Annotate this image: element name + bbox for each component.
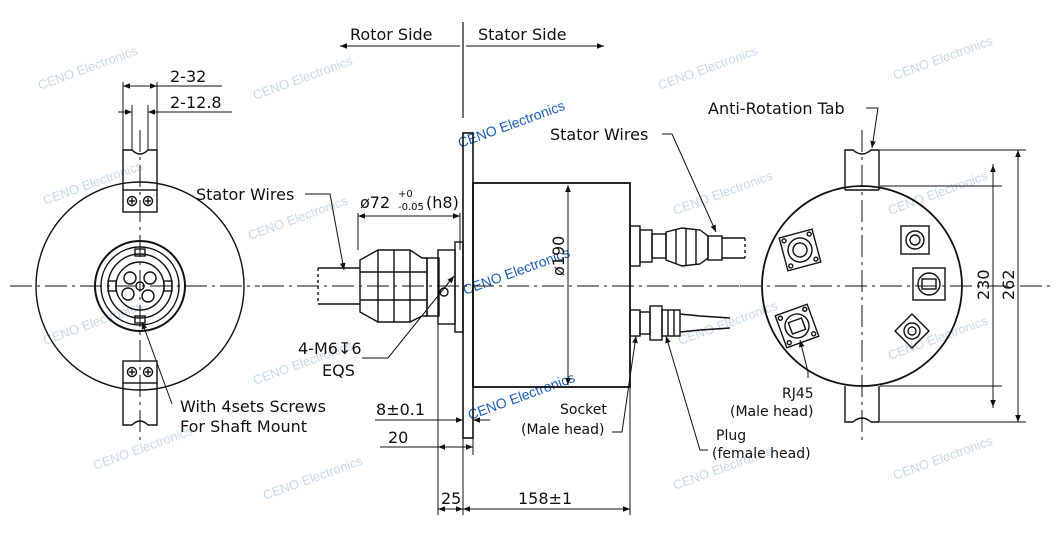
dim-2-12-8: 2-12.8 <box>170 93 222 112</box>
dim-20-label: 20 <box>388 428 408 447</box>
rj45-label-line2: (Male head) <box>730 404 814 420</box>
watermark: CENO Electronics <box>891 33 995 83</box>
rotor-side-label: Rotor Side <box>350 25 433 44</box>
plug-label-line1: Plug <box>716 428 746 444</box>
right-end-view <box>740 107 1050 445</box>
dia-72-fit: (h8) <box>426 193 459 212</box>
screws-line1: With 4sets Screws <box>180 397 326 416</box>
dia-72-tol-upper: +0 <box>398 189 413 200</box>
socket-label-line2: (Male head) <box>521 422 605 438</box>
labels: Rotor Side Stator Side 2-32 2-12.8 Stato… <box>170 25 1018 508</box>
rj45-label-line1: RJ45 <box>782 386 814 402</box>
dim-2-32: 2-32 <box>170 67 206 86</box>
anti-rotation-tab-label: Anti-Rotation Tab <box>708 99 845 118</box>
left-end-view <box>10 82 260 440</box>
dia-72-tol-lower: -0.05 <box>398 202 424 213</box>
dim-230-label: 230 <box>974 269 993 300</box>
socket-label-line1: Socket <box>560 402 607 418</box>
watermark: CENO Electronics <box>36 43 140 93</box>
watermark: CENO Electronics <box>261 453 365 503</box>
stator-side-label: Stator Side <box>478 25 567 44</box>
side-view <box>262 22 760 515</box>
dim-158-label: 158±1 <box>518 489 572 508</box>
eqs-label: EQS <box>322 361 355 380</box>
watermark: CENO Electronics <box>251 53 355 103</box>
m6-holes-label: 4-M6↧6 <box>298 339 362 358</box>
watermark: CENO Electronics <box>886 168 990 218</box>
watermark: CENO Electronics <box>671 168 775 218</box>
screws-line2: For Shaft Mount <box>180 417 307 436</box>
dia-72-label: ø72 <box>360 193 390 212</box>
dia-190-label: ø190 <box>549 236 568 276</box>
stator-wires-left-label: Stator Wires <box>196 185 294 204</box>
watermark: CENO Electronics <box>41 298 145 348</box>
watermark: CENO Electronics <box>656 43 760 93</box>
dim-262-label: 262 <box>999 269 1018 300</box>
plug-label-line2: (female head) <box>712 446 811 462</box>
dim-8-label: 8±0.1 <box>376 400 425 419</box>
watermark: CENO Electronics <box>891 433 995 483</box>
dim-25-label: 25 <box>441 489 461 508</box>
stator-wires-right-label: Stator Wires <box>550 125 648 144</box>
